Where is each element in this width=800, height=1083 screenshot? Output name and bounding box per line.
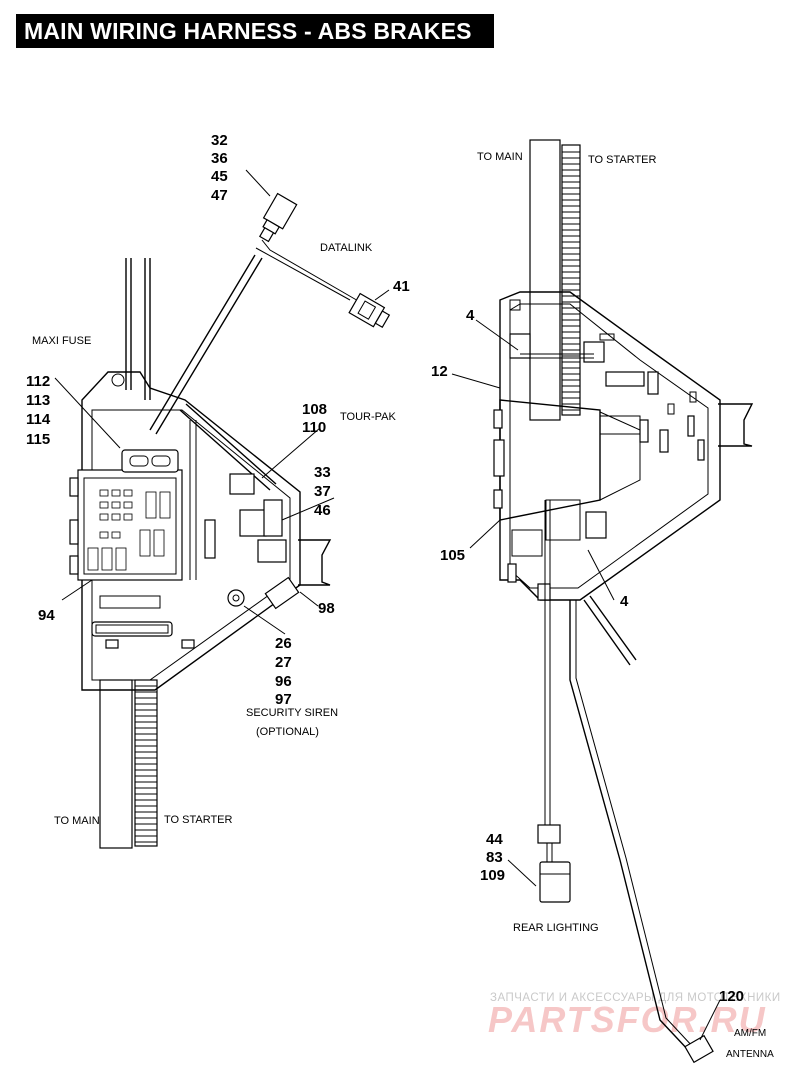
callout-27: 27 bbox=[275, 654, 292, 671]
callout-37: 37 bbox=[314, 483, 331, 500]
to-main-right-label: TO MAIN bbox=[477, 151, 523, 163]
callout-12: 12 bbox=[431, 363, 448, 380]
datalink-label: DATALINK bbox=[320, 242, 373, 254]
callout-46: 46 bbox=[314, 502, 331, 519]
right-main-trunk bbox=[529, 139, 561, 421]
callout-98: 98 bbox=[318, 600, 335, 617]
callout-47: 47 bbox=[211, 187, 228, 204]
rear-lighting-connector bbox=[539, 861, 571, 903]
left-tray bbox=[81, 371, 301, 691]
callout-4-bottom: 4 bbox=[620, 593, 629, 610]
watermark-logo: PARTSFOR.RU bbox=[488, 999, 767, 1040]
datalink-connector bbox=[348, 292, 391, 329]
callout-41: 41 bbox=[393, 278, 410, 295]
callout-4-top: 4 bbox=[466, 307, 475, 324]
to-starter-left-label: TO STARTER bbox=[164, 814, 233, 826]
maxi-fuse-label: MAXI FUSE bbox=[32, 335, 91, 347]
callout-115: 115 bbox=[26, 431, 50, 448]
rear-lighting-label: REAR LIGHTING bbox=[513, 922, 599, 934]
callout-105: 105 bbox=[440, 547, 465, 564]
right-assembly bbox=[451, 139, 754, 1064]
page-title: MAIN WIRING HARNESS - ABS BRAKES bbox=[16, 14, 494, 48]
to-starter-right-label: TO STARTER bbox=[588, 154, 657, 166]
callout-26: 26 bbox=[275, 635, 292, 652]
callout-32: 32 bbox=[211, 132, 228, 149]
optional-label: (OPTIONAL) bbox=[256, 726, 319, 738]
callout-96: 96 bbox=[275, 673, 292, 690]
callout-114: 114 bbox=[26, 411, 51, 428]
callout-36: 36 bbox=[211, 150, 228, 167]
left-assembly bbox=[54, 169, 391, 849]
tour-pak-label: TOUR-PAK bbox=[340, 411, 396, 423]
callout-33: 33 bbox=[314, 464, 331, 481]
callout-97: 97 bbox=[275, 691, 292, 708]
am-fm-antenna-connector bbox=[684, 1034, 714, 1064]
tour-pak-connector bbox=[229, 473, 255, 495]
datalink-plug bbox=[258, 192, 298, 243]
tray-slot bbox=[91, 621, 173, 637]
left-starter-cable bbox=[134, 679, 158, 847]
callout-120: 120 bbox=[719, 988, 744, 1005]
watermark-tagline: ЗАПЧАСТИ И АКСЕССУАРЫ ДЛЯ МОТОТЕХНИКИ bbox=[490, 992, 781, 1004]
callout-113: 113 bbox=[26, 392, 50, 409]
am-fm-label: AM/FM bbox=[734, 1028, 766, 1039]
security-siren-label: SECURITY SIREN bbox=[246, 707, 338, 719]
callout-109: 109 bbox=[480, 867, 505, 884]
callout-94: 94 bbox=[38, 607, 55, 624]
security-siren-connector bbox=[227, 589, 245, 607]
callout-110: 110 bbox=[302, 419, 326, 436]
callout-112: 112 bbox=[26, 373, 50, 390]
left-main-trunk bbox=[99, 679, 133, 849]
callout-44: 44 bbox=[486, 831, 503, 848]
callout-45: 45 bbox=[211, 168, 228, 185]
to-main-left-label: TO MAIN bbox=[54, 815, 100, 827]
callout-108: 108 bbox=[302, 401, 327, 418]
antenna-label: ANTENNA bbox=[726, 1049, 774, 1060]
callout-83: 83 bbox=[486, 849, 503, 866]
